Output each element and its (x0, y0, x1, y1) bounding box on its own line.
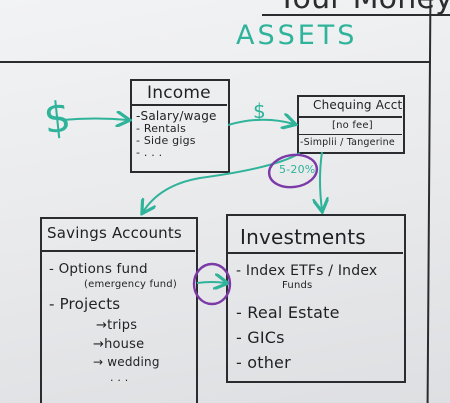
chequing-note-underline (298, 134, 402, 135)
income-item-more: - . . . (136, 146, 163, 159)
savings-options-fund: - Options fund (49, 261, 148, 277)
investments-item-index-funds: Funds (282, 280, 313, 291)
savings-title-underline (41, 250, 195, 252)
investments-title: Investments (240, 225, 366, 249)
savings-project-trips: →trips (96, 318, 138, 333)
heading-divider (0, 61, 430, 63)
savings-title: Savings Accounts (47, 224, 182, 242)
income-item-side-gigs: - Side gigs (136, 134, 196, 147)
savings-project-house: →house (93, 337, 145, 352)
savings-project-more: . . . (110, 371, 129, 384)
income-title: Income (147, 83, 211, 103)
investments-item-real-estate: - Real Estate (236, 303, 340, 322)
arrow-income-to-chequing (227, 120, 294, 125)
savings-box (40, 217, 198, 403)
circle-transfer-arrow (192, 262, 232, 306)
arrow-dollar-to-income (61, 119, 128, 121)
chequing-options: -Simplii / Tangerine (300, 137, 395, 148)
split-percentage-label: 5-20% (279, 163, 316, 176)
cropped-title: Your Money (278, 0, 450, 14)
investments-title-underline (227, 252, 403, 254)
chequing-title: Chequing Acct (313, 98, 403, 112)
savings-options-fund-note: (emergency fund) (84, 279, 177, 290)
arrow-chequing-to-savings (143, 152, 301, 212)
dollar-sign-mid: $ (253, 99, 266, 123)
income-item-salary: -Salary/wage (136, 109, 217, 123)
savings-projects: - Projects (49, 295, 121, 313)
chequing-title-underline (298, 116, 402, 118)
header-underline (262, 14, 450, 16)
investments-item-gics: - GICs (236, 328, 285, 347)
arrow-chequing-to-investments (320, 151, 322, 210)
circle-split-percentage (267, 153, 319, 189)
income-item-rentals: - Rentals (136, 122, 186, 135)
arrow-savings-to-investments (196, 282, 226, 283)
assets-heading: ASSETS (236, 20, 358, 51)
investments-item-other: - other (236, 353, 291, 372)
chequing-note: [no fee] (332, 120, 373, 131)
savings-project-wedding: → wedding (93, 355, 160, 369)
income-title-underline (131, 104, 227, 106)
investments-item-index: - Index ETFs / Index (236, 263, 378, 279)
